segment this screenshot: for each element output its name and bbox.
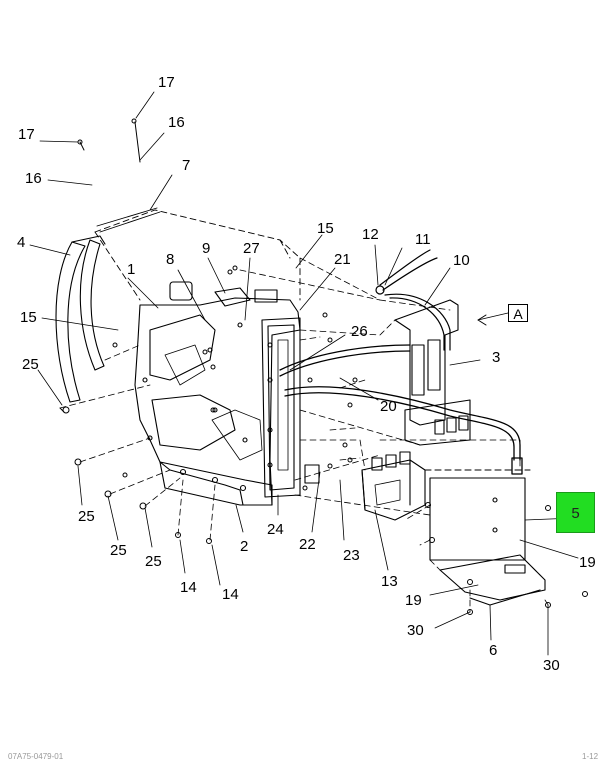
- callout-25: 25: [110, 542, 127, 559]
- callout-14: 14: [180, 579, 197, 596]
- callout-8: 8: [166, 251, 175, 268]
- callout-17: 17: [18, 126, 35, 143]
- view-arrow: [477, 314, 487, 326]
- view-marker-a: A: [508, 304, 528, 322]
- page-ref: 1-12: [582, 752, 599, 761]
- highlighted-callout-label: 5: [571, 505, 580, 522]
- relay-component: [169, 281, 320, 484]
- lower-mounting-strip: [159, 461, 273, 506]
- callout-25: 25: [78, 508, 95, 525]
- callout-23: 23: [343, 547, 360, 564]
- callout-21: 21: [334, 251, 351, 268]
- callout-4: 4: [17, 234, 26, 251]
- callout-20: 20: [380, 398, 397, 415]
- callout-15: 15: [317, 220, 334, 237]
- wiring-harness: [279, 344, 523, 475]
- top-shield-outline: [94, 207, 301, 301]
- callout-9: 9: [202, 240, 211, 257]
- fasteners: [59, 118, 588, 615]
- callout-19: 19: [405, 592, 422, 609]
- callout-7: 7: [182, 157, 191, 174]
- leader-lines: [29, 91, 579, 656]
- callout-10: 10: [453, 252, 470, 269]
- callout-15: 15: [20, 309, 37, 326]
- vertical-side-bracket: [261, 317, 301, 498]
- callout-30: 30: [407, 622, 424, 639]
- solenoid-assembly: [394, 299, 471, 446]
- callout-6: 6: [489, 642, 498, 659]
- callout-25: 25: [22, 356, 39, 373]
- callout-19: 19: [579, 554, 596, 571]
- highlighted-callout-5[interactable]: 5: [556, 492, 595, 533]
- cover-plate: [379, 439, 531, 561]
- callout-2: 2: [240, 538, 249, 555]
- callout-27: 27: [243, 240, 260, 257]
- callout-25: 25: [145, 553, 162, 570]
- callout-16: 16: [168, 114, 185, 131]
- assembly-guide-lines: [59, 257, 551, 613]
- callout-14: 14: [222, 586, 239, 603]
- callout-11: 11: [415, 231, 431, 248]
- callout-30: 30: [543, 657, 560, 674]
- callout-1: 1: [127, 261, 136, 278]
- callout-16: 16: [25, 170, 42, 187]
- callout-26: 26: [351, 323, 368, 340]
- callout-22: 22: [299, 536, 316, 553]
- electrical-module: [361, 451, 426, 521]
- callout-24: 24: [267, 521, 284, 538]
- cable-harness-upper: [375, 249, 451, 351]
- view-marker-label: A: [513, 306, 523, 322]
- callout-17: 17: [158, 74, 175, 91]
- callout-12: 12: [362, 226, 379, 243]
- callout-3: 3: [492, 349, 501, 366]
- callout-13: 13: [381, 573, 398, 590]
- lower-bracket: [439, 554, 546, 606]
- drawing-number: 07A75-0479-01: [8, 752, 64, 761]
- curved-guard: [55, 235, 106, 403]
